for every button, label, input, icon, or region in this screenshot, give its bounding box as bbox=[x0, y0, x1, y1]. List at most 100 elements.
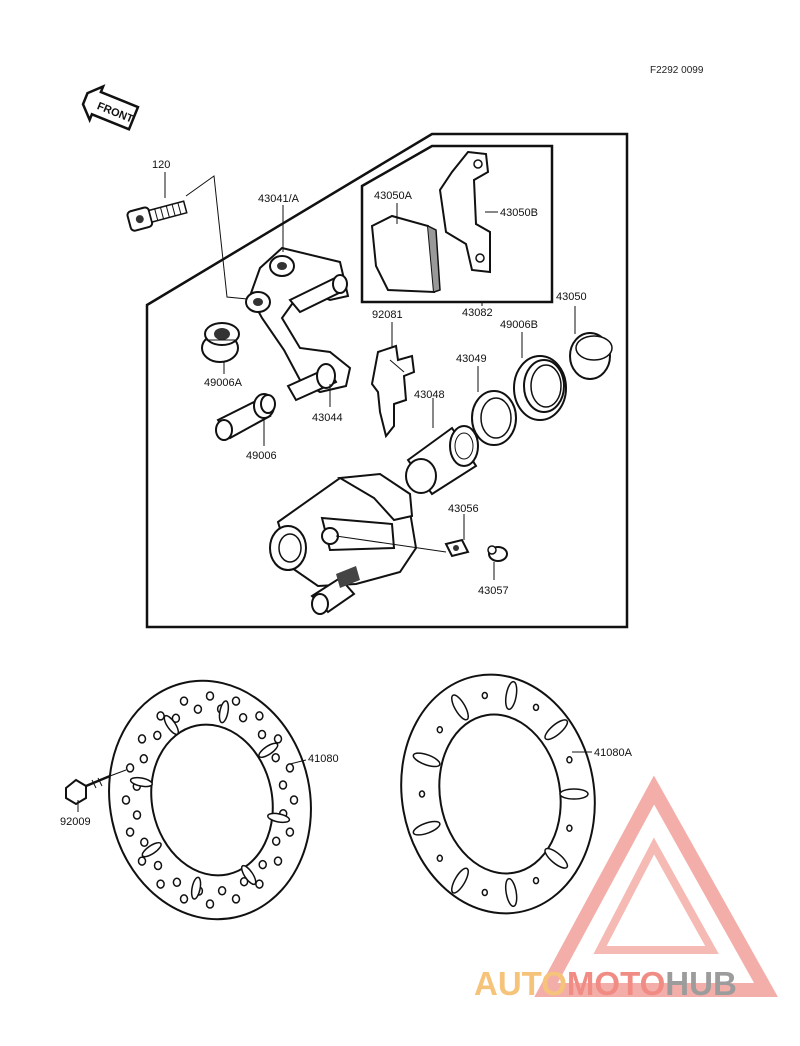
disc-drill-hole bbox=[285, 827, 295, 837]
disc-slot bbox=[240, 864, 257, 886]
disc-slot bbox=[451, 867, 469, 894]
piston-43048 bbox=[405, 425, 479, 496]
part-label-49006A: 49006A bbox=[204, 377, 243, 389]
disc-slot bbox=[163, 714, 180, 736]
part-label-43048: 43048 bbox=[414, 389, 445, 401]
disc-drill-hole bbox=[205, 899, 215, 909]
part-label-43050A: 43050A bbox=[374, 190, 413, 202]
watermark-moto: MOTO bbox=[567, 965, 665, 1002]
part-label-43049: 43049 bbox=[456, 353, 487, 365]
disc-drill-hole bbox=[132, 810, 142, 820]
part-label-43050B: 43050B bbox=[500, 207, 538, 219]
part-label-43056: 43056 bbox=[448, 503, 479, 515]
disc-screw-92009 bbox=[65, 774, 111, 806]
part-label-120: 120 bbox=[152, 159, 170, 171]
pad-set-frame bbox=[360, 144, 554, 304]
disc-slot bbox=[504, 680, 518, 711]
brake-disc-41080A bbox=[400, 673, 596, 915]
disc-slot bbox=[544, 847, 569, 869]
disc-drill-hole bbox=[436, 854, 444, 863]
front-arrow-icon: FRONT bbox=[81, 84, 140, 131]
disc-drill-hole bbox=[255, 879, 264, 889]
pad-spring-92081 bbox=[370, 344, 416, 439]
disc-drill-hole bbox=[125, 763, 135, 773]
disc-drill-hole bbox=[481, 888, 489, 897]
disc-drill-hole bbox=[231, 894, 241, 904]
boot-49006A bbox=[201, 322, 240, 363]
disc-drill-hole bbox=[239, 876, 249, 887]
disc-drill-hole bbox=[205, 691, 215, 701]
disc-drill-hole bbox=[436, 725, 444, 734]
disc-drill-hole bbox=[566, 756, 573, 764]
brake-disc-41080 bbox=[108, 679, 312, 921]
disc-drill-hole bbox=[273, 734, 283, 744]
disc-drill-hole bbox=[255, 711, 264, 721]
disc-drill-hole bbox=[271, 836, 281, 846]
watermark-triangle-logo bbox=[534, 775, 778, 997]
watermark-text: AUTOMOTOHUB bbox=[474, 965, 737, 1002]
disc-slot bbox=[412, 752, 441, 768]
piston-cap-43050 bbox=[569, 332, 613, 380]
disc-slot bbox=[451, 694, 469, 721]
disc-drill-hole bbox=[217, 886, 227, 896]
part-label-43050: 43050 bbox=[556, 291, 587, 303]
disc-slot bbox=[544, 719, 569, 741]
part-label-41080A: 41080A bbox=[594, 747, 633, 759]
bleeder-cap-43057 bbox=[487, 545, 508, 562]
disc-slot bbox=[129, 776, 153, 788]
disc-drill-hole bbox=[193, 704, 203, 714]
disc-drill-hole bbox=[418, 790, 426, 798]
disc-drill-hole bbox=[125, 827, 135, 837]
disc-drill-hole bbox=[238, 712, 248, 723]
disc-drill-hole bbox=[137, 734, 147, 744]
reference-code: F2292 0099 bbox=[650, 65, 704, 76]
disc-drill-hole bbox=[179, 696, 189, 706]
disc-drill-hole bbox=[140, 837, 149, 848]
disc-slot bbox=[141, 841, 162, 858]
disc-drill-hole bbox=[273, 856, 283, 866]
pad-plate-43050B bbox=[438, 150, 491, 274]
brake-pad-43050A bbox=[370, 214, 441, 294]
disc-drill-hole bbox=[566, 824, 573, 832]
disc-drill-hole bbox=[278, 780, 288, 790]
part-label-49006B: 49006B bbox=[500, 319, 538, 331]
part-label-43057: 43057 bbox=[478, 585, 509, 597]
part-label-92009: 92009 bbox=[60, 816, 91, 828]
part-label-41080: 41080 bbox=[308, 753, 339, 765]
disc-drill-hole bbox=[285, 763, 295, 773]
disc-slot bbox=[412, 820, 441, 836]
part-label-43082: 43082 bbox=[462, 307, 493, 319]
disc-slot bbox=[559, 788, 589, 800]
disc-slot bbox=[258, 742, 279, 759]
disc-slot bbox=[190, 876, 202, 900]
disc-drill-hole bbox=[139, 754, 149, 764]
bleeder-valve-43056 bbox=[444, 538, 470, 558]
automotohub-watermark: AUTOMOTOHUB bbox=[474, 775, 778, 1002]
part-label-92081: 92081 bbox=[372, 309, 403, 321]
part-label-49006: 49006 bbox=[246, 450, 277, 462]
disc-drill-hole bbox=[172, 877, 182, 888]
disc-drill-hole bbox=[271, 752, 280, 763]
disc-drill-hole bbox=[156, 711, 165, 721]
disc-drill-hole bbox=[121, 795, 131, 805]
disc-drill-hole bbox=[289, 795, 299, 805]
disc-drill-hole bbox=[137, 856, 147, 866]
part-label-43044: 43044 bbox=[312, 412, 343, 424]
disc-slot bbox=[504, 877, 518, 908]
disc-drill-hole bbox=[481, 691, 489, 700]
disc-slot bbox=[218, 700, 230, 724]
watermark-auto: AUTO bbox=[474, 965, 567, 1002]
disc-drill-hole bbox=[171, 713, 181, 724]
disc-drill-hole bbox=[532, 876, 540, 885]
disc-drill-hole bbox=[258, 859, 267, 870]
caliper-assembly-frame bbox=[145, 132, 629, 629]
boot-49006 bbox=[215, 393, 276, 441]
disc-drill-hole bbox=[179, 894, 189, 904]
piston-seal-43049 bbox=[471, 390, 517, 446]
watermark-hub: HUB bbox=[665, 965, 737, 1002]
bolt-120 bbox=[126, 200, 188, 232]
disc-drill-hole bbox=[532, 703, 540, 712]
disc-drill-hole bbox=[156, 879, 165, 889]
part-label-43041: 43041/A bbox=[258, 193, 300, 205]
